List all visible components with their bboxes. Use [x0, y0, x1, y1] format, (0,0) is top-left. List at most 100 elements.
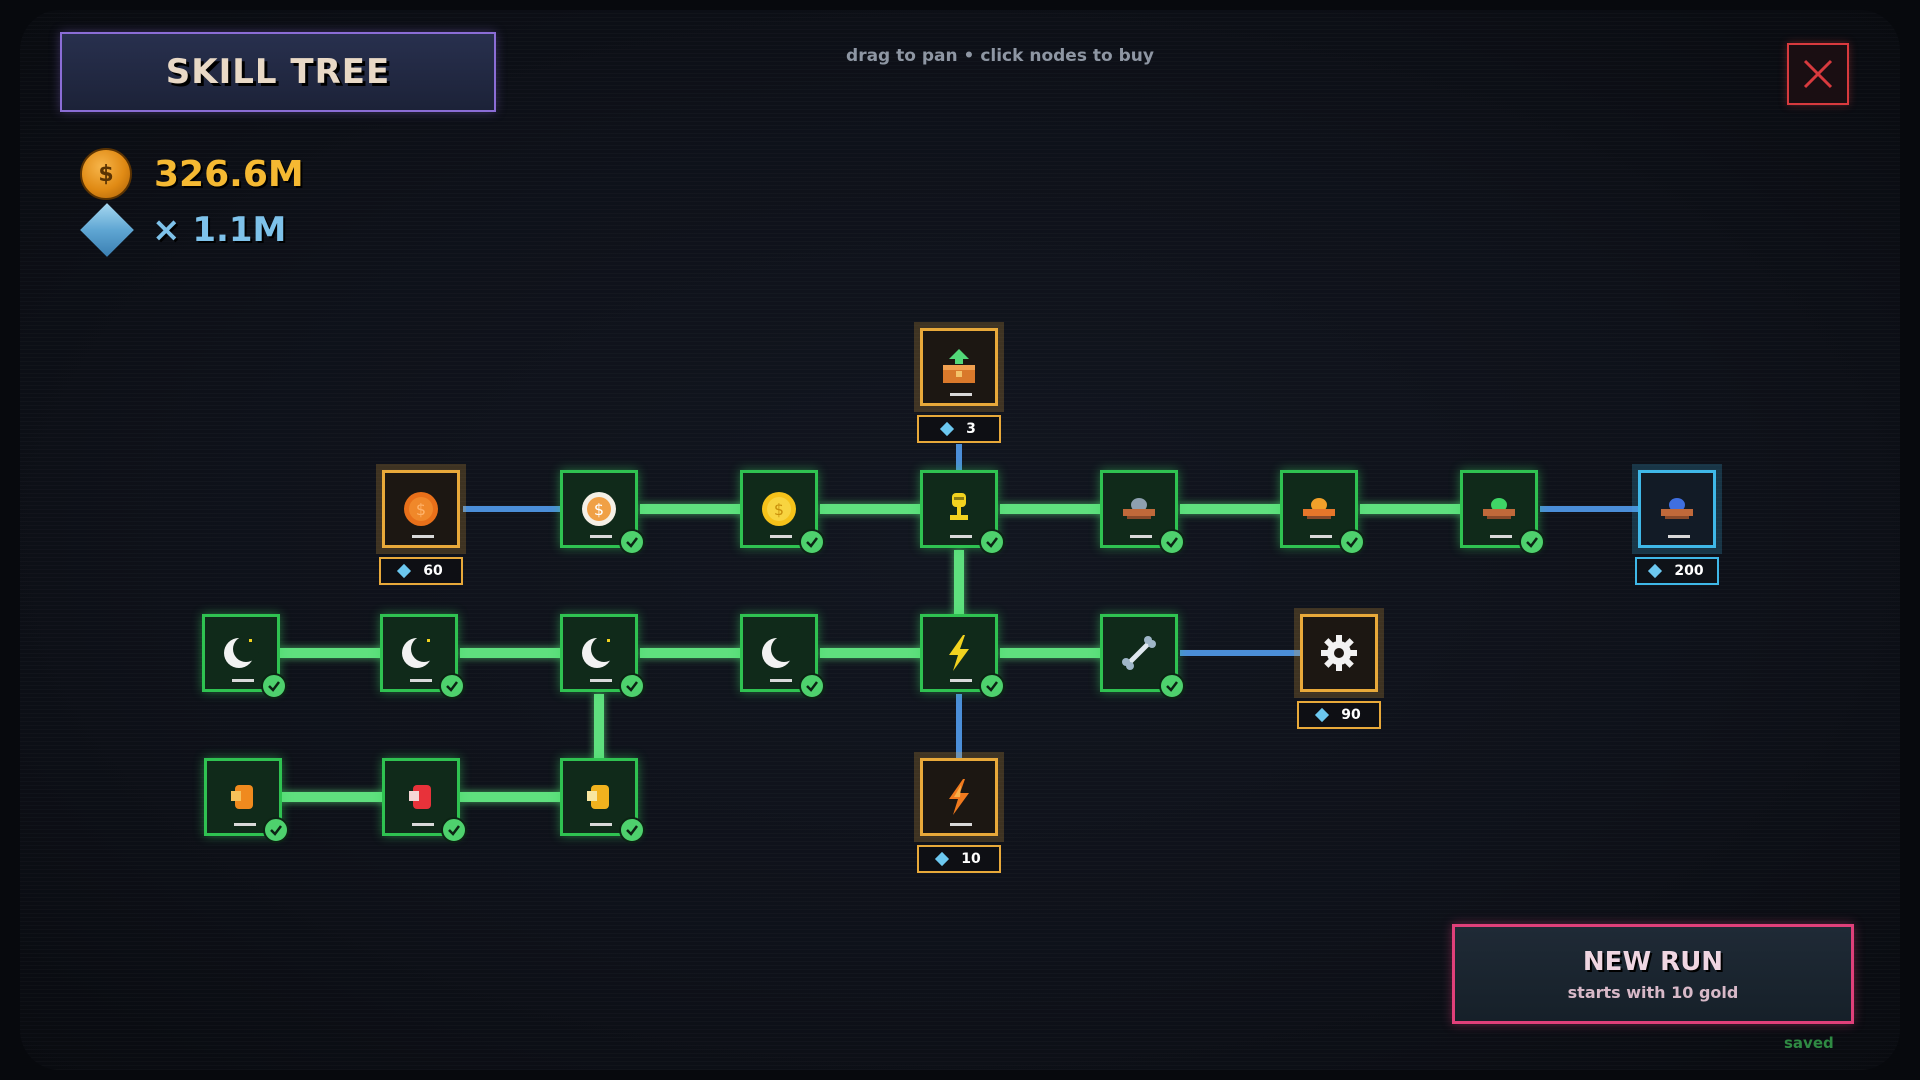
owned-check-icon — [799, 529, 825, 555]
link — [463, 506, 583, 512]
skill-node-bone[interactable] — [1100, 614, 1185, 699]
title-panel: SKILL TREE — [60, 32, 496, 112]
yellow-gem-icon — [587, 785, 609, 809]
skill-node-red-gem[interactable] — [382, 758, 467, 843]
moon-icon — [224, 636, 259, 668]
link — [460, 648, 590, 658]
skill-node-green-ufo[interactable] — [1460, 470, 1545, 555]
skill-node-moon-3[interactable] — [560, 614, 645, 699]
blue-ufo-icon — [1661, 498, 1693, 519]
new-run-subtitle: starts with 10 gold — [1567, 982, 1739, 1002]
skill-node-moon-1[interactable] — [202, 614, 287, 699]
cost-value: 10 — [961, 851, 981, 867]
gold-coin-icon: $ — [80, 148, 132, 200]
skill-node-blue-ufo[interactable] — [1632, 464, 1722, 554]
chest-icon — [943, 349, 975, 383]
owned-check-icon — [261, 673, 287, 699]
cost-value: 60 — [423, 563, 443, 579]
close-button[interactable] — [1787, 43, 1849, 105]
green-ufo-icon — [1483, 498, 1515, 519]
gem-icon — [397, 563, 412, 579]
owned-check-icon — [619, 673, 645, 699]
link — [954, 550, 964, 624]
level-tick — [1668, 535, 1690, 538]
link — [1360, 504, 1490, 514]
yellow-coin-icon: $ — [762, 492, 796, 526]
page-title: SKILL TREE — [165, 52, 391, 92]
owned-check-icon — [619, 529, 645, 555]
skill-node-yellow-coin[interactable]: $ — [740, 470, 825, 555]
skill-node-trophy[interactable] — [920, 470, 1005, 555]
skill-node-moon-2[interactable] — [380, 614, 465, 699]
gear-icon — [1321, 635, 1357, 671]
level-tick — [950, 823, 972, 826]
level-tick — [770, 535, 792, 538]
level-tick — [1130, 535, 1152, 538]
orange-gem-icon — [231, 785, 253, 809]
owned-check-icon — [799, 673, 825, 699]
svg-text:$: $ — [416, 500, 426, 519]
link — [1540, 506, 1670, 512]
skill-node-lightning[interactable] — [920, 614, 1005, 699]
skill-node-chest[interactable] — [914, 322, 1004, 412]
white-coin-icon: $ — [582, 492, 616, 526]
owned-check-icon — [263, 817, 289, 843]
skill-node-orange-coin[interactable]: $ — [376, 464, 466, 554]
new-run-button[interactable]: NEW RUN starts with 10 gold — [1452, 924, 1854, 1024]
link — [820, 504, 950, 514]
link — [640, 504, 770, 514]
cost-tag: 90 — [1297, 701, 1381, 729]
owned-check-icon — [979, 529, 1005, 555]
link — [594, 694, 604, 766]
cost-value: 90 — [1341, 707, 1361, 723]
orange-coin-icon: $ — [404, 492, 438, 526]
level-tick — [412, 535, 434, 538]
owned-check-icon — [441, 817, 467, 843]
skill-node-orange-lightning[interactable] — [914, 752, 1004, 842]
cost-tag: 3 — [917, 415, 1001, 443]
svg-text:$: $ — [774, 500, 784, 519]
cost-tag: 10 — [917, 845, 1001, 873]
level-tick — [590, 823, 612, 826]
owned-check-icon — [1339, 529, 1365, 555]
grey-ufo-icon — [1123, 498, 1155, 519]
link — [640, 648, 770, 658]
skill-node-white-coin[interactable]: $ — [560, 470, 645, 555]
owned-check-icon — [979, 673, 1005, 699]
gem-value: × 1.1M — [152, 210, 287, 250]
link — [280, 792, 410, 802]
skill-node-yellow-gem[interactable] — [560, 758, 645, 843]
trophy-icon — [950, 493, 968, 520]
skill-tree[interactable]: 3 $ 60 $ — [20, 10, 1900, 1070]
orange-lightning-icon — [949, 779, 969, 815]
new-run-label: NEW RUN — [1582, 946, 1724, 977]
gem-icon — [935, 851, 950, 867]
close-icon — [1803, 59, 1833, 89]
lightning-icon — [949, 635, 969, 671]
owned-check-icon — [1159, 529, 1185, 555]
skill-node-grey-ufo[interactable] — [1100, 470, 1185, 555]
link — [280, 648, 410, 658]
orange-ufo-icon — [1303, 498, 1335, 519]
owned-check-icon — [1159, 673, 1185, 699]
gem-icon — [1648, 563, 1663, 579]
level-tick — [950, 679, 972, 682]
skill-node-orange-ufo[interactable] — [1280, 470, 1365, 555]
moon-icon — [582, 636, 617, 668]
level-tick — [1310, 535, 1332, 538]
bone-icon — [1122, 636, 1156, 670]
gem-counter: × 1.1M — [80, 203, 287, 257]
level-tick — [950, 393, 972, 396]
skill-node-orange-gem[interactable] — [204, 758, 289, 843]
link — [1000, 648, 1130, 658]
level-tick — [590, 535, 612, 538]
cost-value: 3 — [966, 421, 976, 437]
level-tick — [234, 823, 256, 826]
owned-check-icon — [619, 817, 645, 843]
level-tick — [412, 823, 434, 826]
save-status: saved — [1784, 1034, 1834, 1052]
skill-node-gear[interactable] — [1294, 608, 1384, 698]
skill-node-moon-4[interactable] — [740, 614, 825, 699]
cost-tag: 200 — [1635, 557, 1719, 585]
gold-value: 326.6M — [154, 153, 304, 195]
